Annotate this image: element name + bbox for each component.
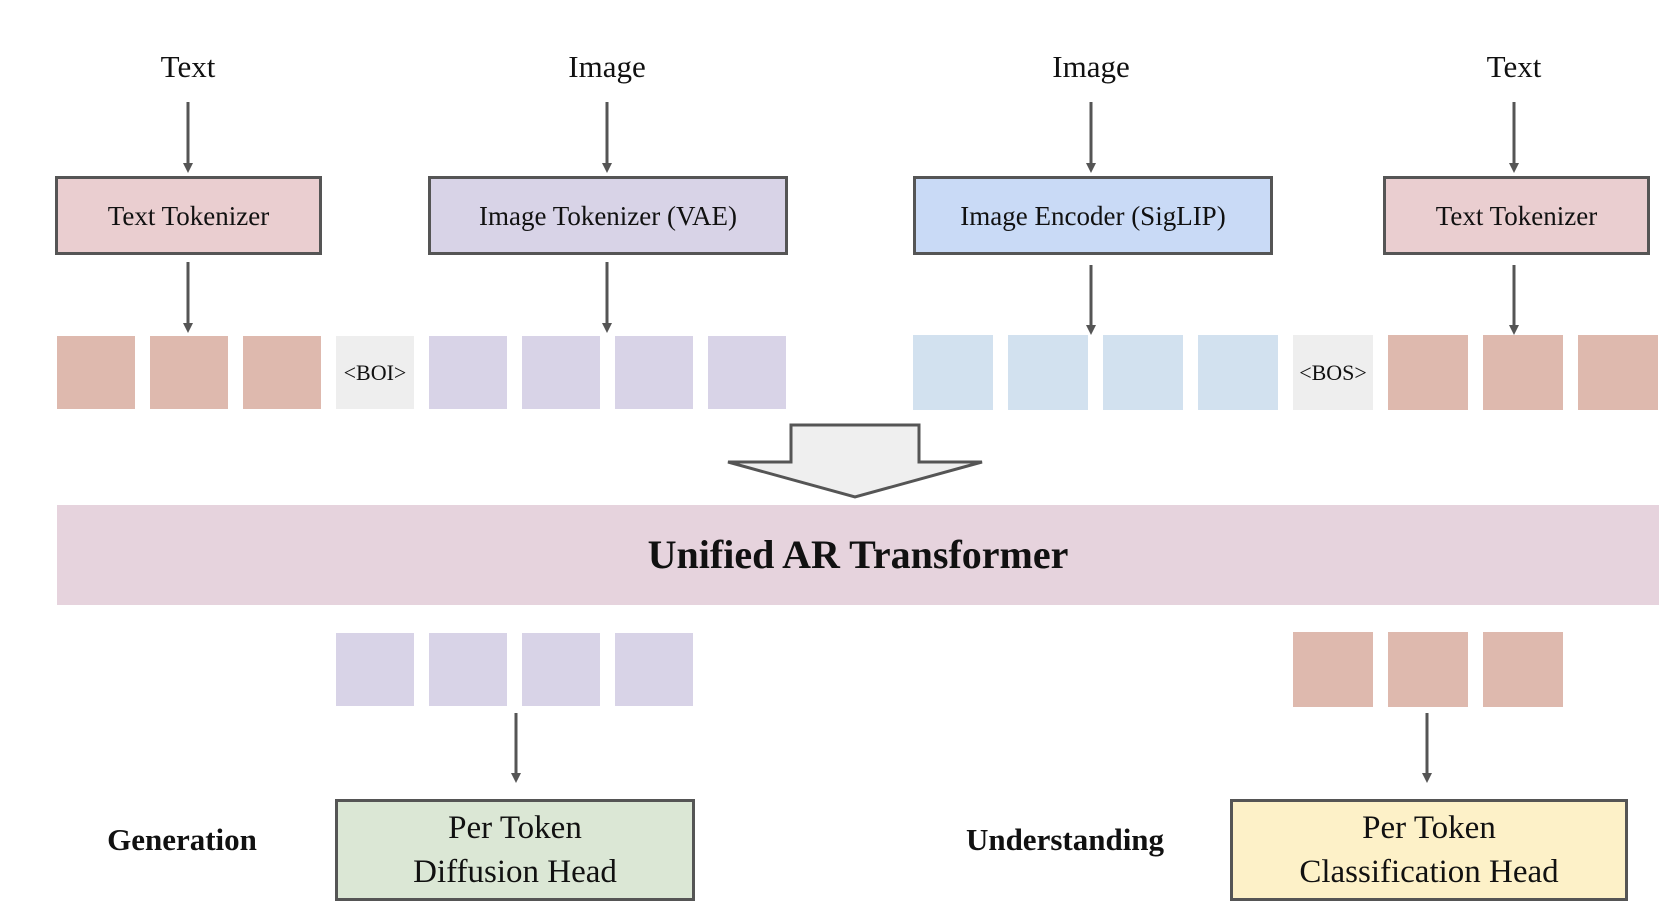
text-token (243, 336, 321, 409)
vae-image-token (615, 336, 693, 409)
input-text-right-label: Text (1486, 49, 1542, 84)
image-tokenizer-vae: Image Tokenizer (VAE) (428, 176, 788, 255)
generated-image-token (615, 633, 693, 706)
generation-label: Generation (107, 822, 257, 857)
text-token (1483, 335, 1563, 410)
predicted-text-token (1483, 632, 1563, 707)
generated-image-token (336, 633, 414, 706)
text-token (150, 336, 228, 409)
siglip-image-token (1008, 335, 1088, 410)
text-token (1388, 335, 1468, 410)
classification-head: Per Token Classification Head (1230, 799, 1628, 901)
bos-token: <BOS> (1293, 335, 1373, 410)
predicted-text-token (1293, 632, 1373, 707)
unified-ar-transformer: Unified AR Transformer (57, 505, 1659, 605)
input-image-right-label: Image (1052, 49, 1130, 84)
vae-image-token (708, 336, 786, 409)
text-tokenizer-right: Text Tokenizer (1383, 176, 1650, 255)
text-token (57, 336, 135, 409)
big-down-arrow (727, 423, 983, 499)
siglip-image-token (1103, 335, 1183, 410)
text-token (1578, 335, 1658, 410)
boi-token: <BOI> (336, 336, 414, 409)
generated-image-token (522, 633, 600, 706)
text-tokenizer-left: Text Tokenizer (55, 176, 322, 255)
siglip-image-token (1198, 335, 1278, 410)
understanding-label: Understanding (965, 822, 1165, 857)
vae-image-token (429, 336, 507, 409)
input-text-left-label: Text (160, 49, 216, 84)
diffusion-head: Per Token Diffusion Head (335, 799, 695, 901)
siglip-image-token (913, 335, 993, 410)
vae-image-token (522, 336, 600, 409)
image-encoder-siglip: Image Encoder (SigLIP) (913, 176, 1273, 255)
input-image-left-label: Image (568, 49, 646, 84)
generated-image-token (429, 633, 507, 706)
predicted-text-token (1388, 632, 1468, 707)
